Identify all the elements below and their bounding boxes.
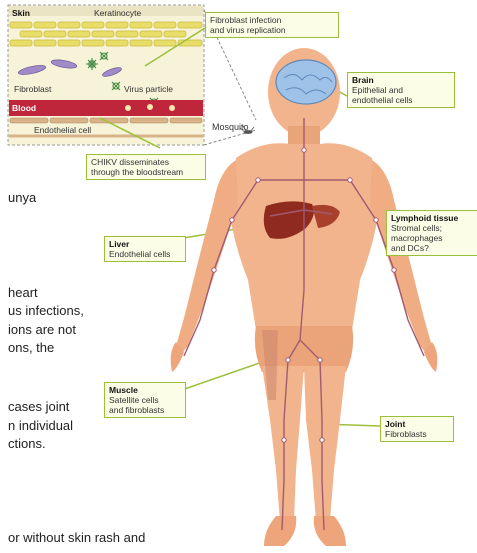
callout-lymphoid-title: Lymphoid tissue	[391, 213, 473, 223]
skin-inset	[8, 5, 204, 145]
callout-fibroblast-infection: Fibroblast infection and virus replicati…	[205, 12, 339, 38]
callout-joint: Joint Fibroblasts	[380, 416, 454, 442]
callout-lymphoid-line2: macrophages	[391, 233, 473, 243]
callout-brain-line1: Epithelial and	[352, 85, 450, 95]
callout-fibroblast-infection-line1: Fibroblast infection	[210, 15, 334, 25]
callout-liver-line1: Endothelial cells	[109, 249, 181, 259]
callout-muscle-line1: Satellite cells	[109, 395, 181, 405]
callout-joint-title: Joint	[385, 419, 449, 429]
callout-brain: Brain Epithelial and endothelial cells	[347, 72, 455, 108]
callout-lymphoid-line1: Stromal cells;	[391, 223, 473, 233]
callout-lymphoid: Lymphoid tissue Stromal cells; macrophag…	[386, 210, 477, 256]
callout-disseminates-line1: CHIKV disseminates	[91, 157, 201, 167]
label-blood: Blood	[12, 103, 36, 113]
brain	[276, 60, 336, 104]
label-keratinocyte: Keratinocyte	[94, 8, 141, 18]
callout-liver-title: Liver	[109, 239, 181, 249]
callout-joint-line1: Fibroblasts	[385, 429, 449, 439]
label-fibroblast: Fibroblast	[14, 84, 51, 94]
label-endothelial-cell: Endothelial cell	[34, 125, 91, 135]
callout-fibroblast-infection-line2: and virus replication	[210, 25, 334, 35]
callout-brain-line2: endothelial cells	[352, 95, 450, 105]
keratinocyte-cells	[10, 22, 202, 46]
callout-muscle-line2: and fibroblasts	[109, 405, 181, 415]
callout-muscle: Muscle Satellite cells and fibroblasts	[104, 382, 186, 418]
label-virus-particle: Virus particle	[124, 84, 173, 94]
label-mosquito: Mosquito	[212, 122, 249, 132]
callout-brain-title: Brain	[352, 75, 450, 85]
callout-liver: Liver Endothelial cells	[104, 236, 186, 262]
callout-lymphoid-line3: and DCs?	[391, 243, 473, 253]
label-skin: Skin	[12, 8, 30, 18]
callout-disseminates: CHIKV disseminates through the bloodstre…	[86, 154, 206, 180]
callout-disseminates-line2: through the bloodstream	[91, 167, 201, 177]
callout-muscle-title: Muscle	[109, 385, 181, 395]
